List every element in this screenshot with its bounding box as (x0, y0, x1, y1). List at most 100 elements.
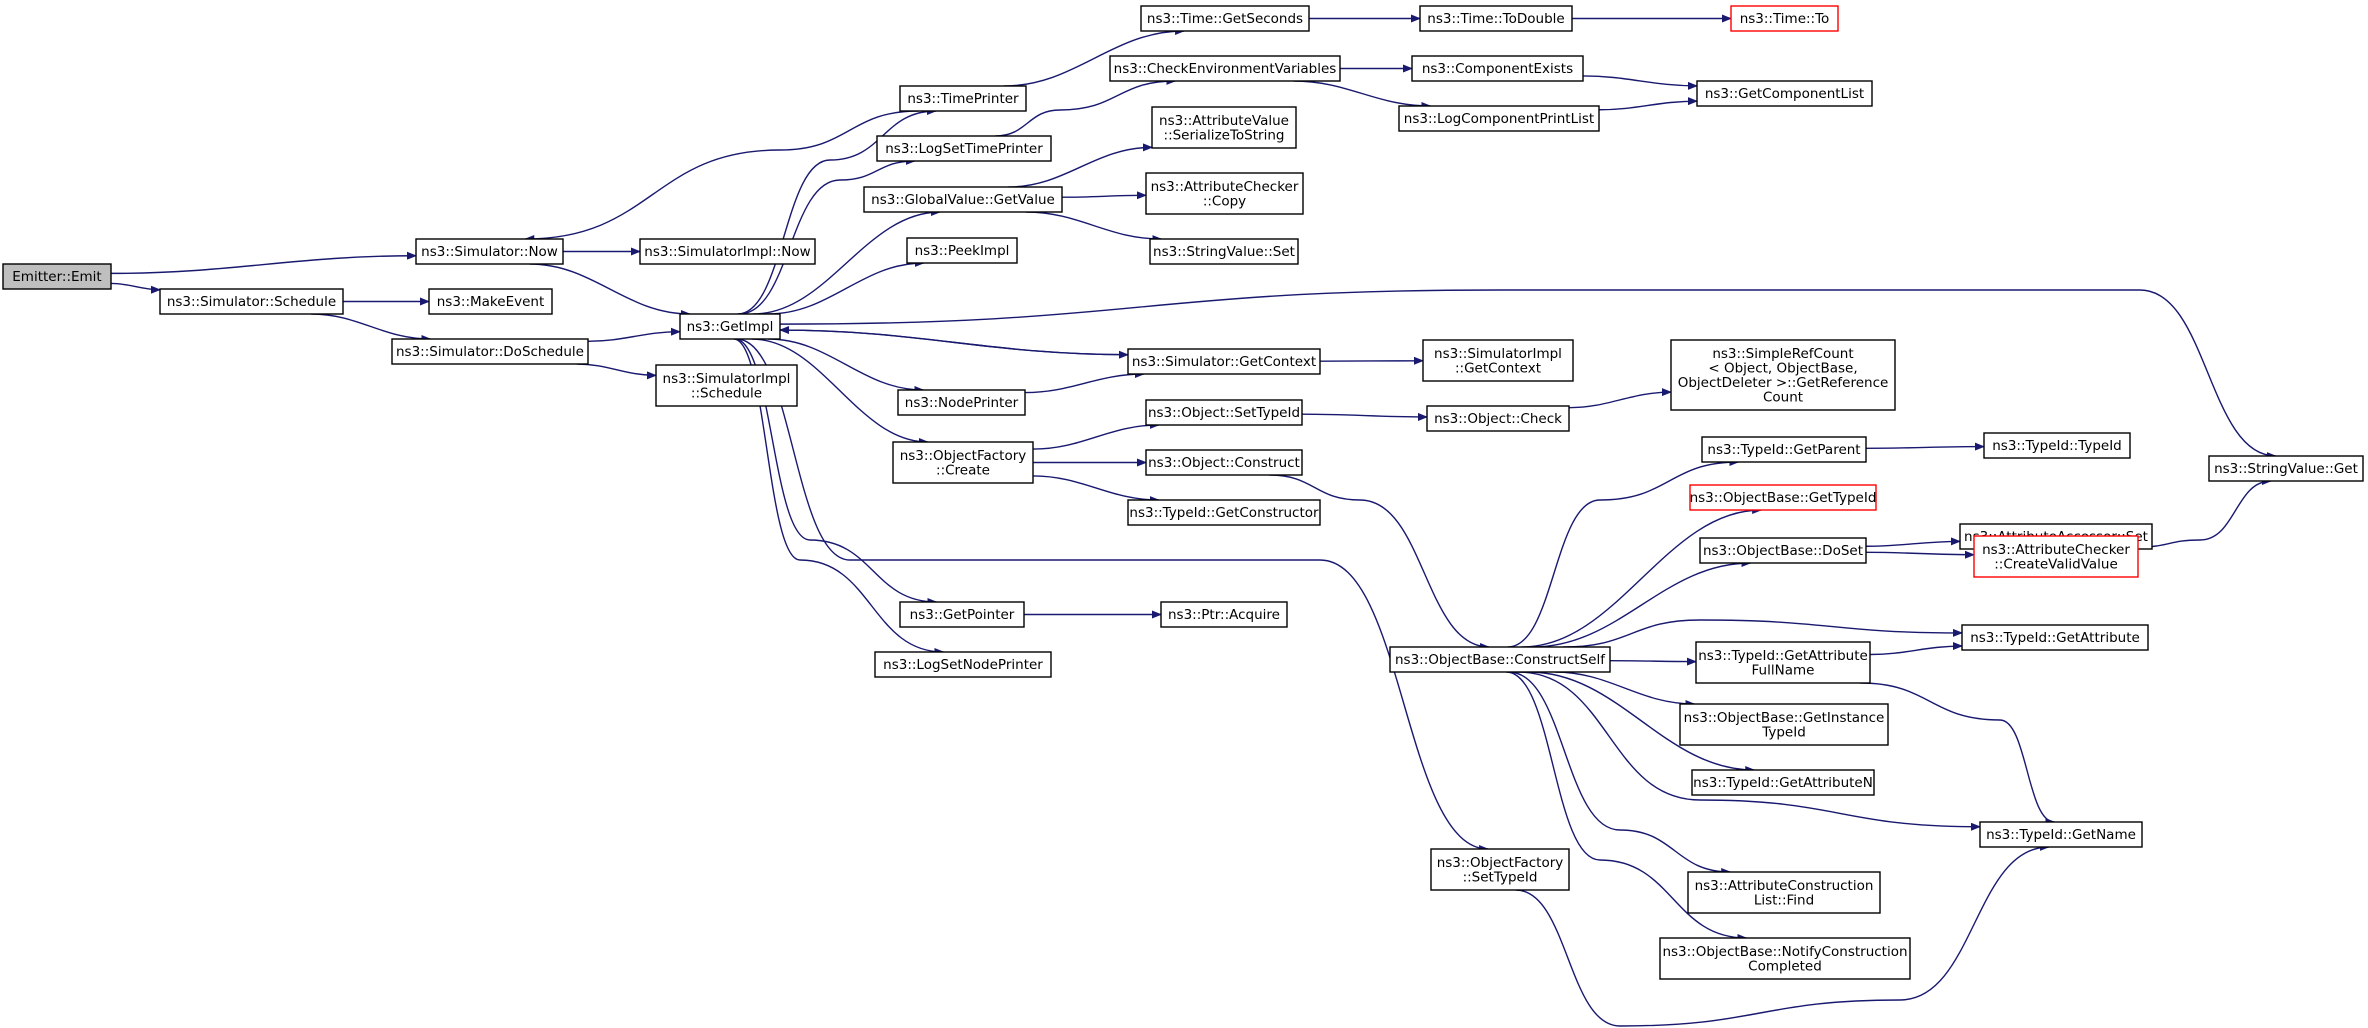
node-getcomponentlist[interactable]: ns3::GetComponentList (1696, 80, 1873, 107)
node-label: ns3::TypeId::GetAttributeN (1693, 775, 1873, 791)
edge-path (1032, 475, 1160, 504)
edge-path (2137, 477, 2272, 548)
node-box (1149, 238, 1299, 265)
node-box (1689, 484, 1877, 511)
node-label: ns3::Ptr::Acquire (1168, 607, 1280, 623)
node-simimplgetcontext[interactable]: ns3::SimulatorImpl::GetContext (1422, 339, 1574, 382)
node-box (1730, 5, 1839, 32)
node-simimplschedule[interactable]: ns3::SimulatorImpl::Schedule (655, 364, 798, 407)
edge-path (1032, 421, 1160, 450)
edge-constructself-to-objbasedoset (1532, 559, 1752, 648)
edge-getimpl-to-nodeprinter (768, 338, 925, 394)
edge-timeprinter-to-now (524, 110, 919, 243)
edge-nodeprinter-to-simgetcontext (1024, 370, 1145, 394)
node-box (1979, 821, 2143, 848)
node-createvalidvalue[interactable]: ns3::AttributeChecker::CreateValidValue (1973, 535, 2139, 578)
node-typeidgetattributen[interactable]: ns3::TypeId::GetAttributeN (1691, 769, 1875, 796)
edge-getimpl-to-peekimpl (768, 259, 925, 315)
node-ptracquire[interactable]: ns3::Ptr::Acquire (1160, 601, 1288, 628)
node-makeevent[interactable]: ns3::MakeEvent (428, 288, 553, 315)
node-globalvalue[interactable]: ns3::GlobalValue::GetValue (863, 186, 1063, 213)
node-objbasegettypeid[interactable]: ns3::ObjectBase::GetTypeId (1689, 484, 1877, 511)
edge-path (768, 259, 925, 315)
node-doschedule[interactable]: ns3::Simulator::DoSchedule (391, 338, 589, 365)
node-constructself[interactable]: ns3::ObjectBase::ConstructSelf (1389, 646, 1611, 673)
node-schedule[interactable]: ns3::Simulator::Schedule (159, 288, 344, 315)
node-attrvalserialize[interactable]: ns3::AttributeValue::SerializeToString (1151, 106, 1297, 149)
node-typeidgetattribute[interactable]: ns3::TypeId::GetAttribute (1961, 624, 2149, 651)
node-box (1389, 646, 1611, 673)
node-now[interactable]: ns3::Simulator::Now (415, 238, 564, 265)
node-box (874, 651, 1052, 678)
node-objcheck[interactable]: ns3::Object::Check (1426, 405, 1570, 432)
node-label: ns3::Simulator::Now (421, 244, 558, 260)
node-typeidgetconstructor[interactable]: ns3::TypeId::GetConstructor (1127, 499, 1321, 526)
node-label: ns3::GlobalValue::GetValue (871, 192, 1055, 208)
edge-path (779, 326, 1129, 356)
node-label: ns3::Time::To (1740, 11, 1830, 27)
node-nodeprinter[interactable]: ns3::NodePrinter (897, 389, 1026, 416)
node-objconstruct[interactable]: ns3::Object::Construct (1145, 449, 1303, 476)
edge-logcompprintlist-to-getcomponentlist (1598, 97, 1698, 111)
node-box (1699, 537, 1867, 564)
node-stringvalueset[interactable]: ns3::StringValue::Set (1149, 238, 1299, 265)
node-getpointer[interactable]: ns3::GetPointer (899, 601, 1025, 628)
edge-emit-to-schedule (110, 282, 161, 294)
node-getimpl[interactable]: ns3::GetImpl (679, 313, 781, 340)
node-label: ns3::LogSetTimePrinter (885, 141, 1043, 157)
node-logsettimeprinter[interactable]: ns3::LogSetTimePrinter (876, 135, 1052, 162)
node-box (1695, 641, 1871, 684)
node-timeto[interactable]: ns3::Time::To (1730, 5, 1839, 32)
node-notifyconstruction[interactable]: ns3::ObjectBase::NotifyConstructionCompl… (1659, 937, 1911, 980)
edge-path (587, 327, 681, 342)
node-timeprinter[interactable]: ns3::TimePrinter (899, 85, 1027, 112)
edge-path (1293, 80, 1432, 110)
node-objbasedoset[interactable]: ns3::ObjectBase::DoSet (1699, 537, 1867, 564)
edge-path (1506, 671, 1748, 942)
node-typeidtypeid[interactable]: ns3::TypeId::TypeId (1983, 432, 2131, 459)
node-box (1145, 399, 1303, 426)
node-logcompprintlist[interactable]: ns3::LogComponentPrintList (1398, 105, 1600, 132)
edge-constructself-to-objbasegettypeid (1521, 506, 1763, 648)
node-label: ns3::Simulator::GetContext (1132, 354, 1316, 370)
node-attrcheckercopy[interactable]: ns3::AttributeChecker::Copy (1145, 172, 1304, 215)
edge-path (576, 363, 657, 380)
edge-doschedule-to-simimplschedule (576, 363, 657, 380)
node-label: ns3::MakeEvent (437, 294, 545, 310)
node-stringvalueget[interactable]: ns3::StringValue::Get (2208, 455, 2364, 482)
edge-path (1515, 843, 2050, 1027)
node-checkenv[interactable]: ns3::CheckEnvironmentVariables (1109, 55, 1341, 82)
edge-path (779, 289, 2277, 460)
node-box (1983, 432, 2131, 459)
node-label: ns3::Object::SetTypeId (1148, 405, 1300, 421)
node-label: ::CreateValidValue (1994, 556, 2118, 572)
node-peekimpl[interactable]: ns3::PeekImpl (906, 237, 1018, 264)
node-timetodouble[interactable]: ns3::Time::ToDouble (1419, 5, 1573, 32)
node-componentexists[interactable]: ns3::ComponentExists (1411, 55, 1584, 82)
node-objfactorycreate[interactable]: ns3::ObjectFactory::Create (892, 441, 1034, 484)
edge-objcheck-to-simplerefcount (1568, 388, 1672, 409)
node-typeidgetparent[interactable]: ns3::TypeId::GetParent (1701, 436, 1867, 463)
node-timegetseconds[interactable]: ns3::Time::GetSeconds (1140, 5, 1310, 32)
node-label: < Object, ObjectBase, (1708, 360, 1857, 376)
node-label: TypeId (1761, 724, 1806, 740)
node-typeidgetname[interactable]: ns3::TypeId::GetName (1979, 821, 2143, 848)
edge-path (1024, 370, 1145, 394)
node-objfactorysettypeid[interactable]: ns3::ObjectFactory::SetTypeId (1430, 848, 1570, 891)
node-emit[interactable]: Emitter::Emit (2, 263, 112, 290)
node-simplerefcount[interactable]: ns3::SimpleRefCount< Object, ObjectBase,… (1670, 339, 1896, 411)
edge-getimpl-to-globalvalue (752, 208, 942, 315)
node-box (655, 364, 798, 407)
node-objsettypeid[interactable]: ns3::Object::SetTypeId (1145, 399, 1303, 426)
edge-path (751, 338, 929, 446)
node-box (1411, 55, 1584, 82)
node-box (2, 263, 112, 290)
node-logsetnodeprinter[interactable]: ns3::LogSetNodePrinter (874, 651, 1052, 678)
node-label: ns3::AttributeChecker (1151, 179, 1299, 195)
node-simimplnow[interactable]: ns3::SimulatorImpl::Now (639, 238, 816, 265)
node-box (1160, 601, 1288, 628)
node-simgetcontext[interactable]: ns3::Simulator::GetContext (1127, 348, 1321, 375)
